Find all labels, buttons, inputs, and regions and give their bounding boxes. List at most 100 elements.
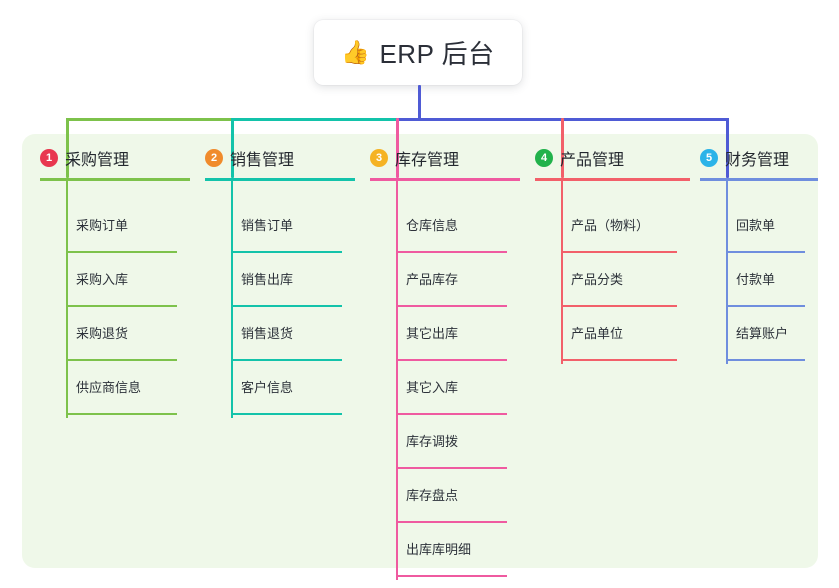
leaf-underline xyxy=(66,413,177,415)
column-rule-3 xyxy=(370,178,520,181)
column-badge-2: 2 xyxy=(205,149,223,167)
column-badge-4: 4 xyxy=(535,149,553,167)
leaf-label: 其它出库 xyxy=(406,326,459,341)
leaf-item[interactable]: 客户信息 xyxy=(231,361,342,415)
leaf-label: 产品库存 xyxy=(406,272,459,287)
leaf-label: 其它入库 xyxy=(406,380,459,395)
column-drop-5 xyxy=(726,118,729,178)
column-rule-2 xyxy=(205,178,355,181)
leaf-label: 采购入库 xyxy=(76,272,129,287)
leaf-underline xyxy=(231,305,342,307)
leaf-label: 结算账户 xyxy=(736,326,789,341)
root-stem xyxy=(418,85,421,121)
column-title-1: 采购管理 xyxy=(65,152,130,169)
leaf-item[interactable]: 其它出库 xyxy=(396,307,507,361)
leaf-item[interactable]: 销售出库 xyxy=(231,253,342,307)
column-header-5[interactable]: 5 财务管理 xyxy=(700,146,818,170)
bus-segment-1 xyxy=(66,118,233,121)
leaf-underline xyxy=(231,413,342,415)
column-header-3[interactable]: 3 库存管理 xyxy=(370,146,520,170)
leaf-item[interactable]: 产品库存 xyxy=(396,253,507,307)
column-3: 3 库存管理仓库信息产品库存其它出库其它入库库存调拨库存盘点出库库明细 xyxy=(370,146,520,580)
leaf-underline xyxy=(66,251,177,253)
leaf-underline xyxy=(66,305,177,307)
column-drop-2 xyxy=(231,118,234,178)
leaf-item[interactable]: 产品（物料） xyxy=(561,199,677,253)
leaf-label: 客户信息 xyxy=(241,380,294,395)
modules-panel xyxy=(22,134,818,568)
leaf-label: 库存调拨 xyxy=(406,434,459,449)
leaf-item[interactable]: 产品分类 xyxy=(561,253,677,307)
leaf-item[interactable]: 销售退货 xyxy=(231,307,342,361)
leaf-item[interactable]: 采购入库 xyxy=(66,253,177,307)
column-rule-1 xyxy=(40,178,190,181)
leaf-label: 回款单 xyxy=(736,218,776,233)
column-header-2[interactable]: 2 销售管理 xyxy=(205,146,355,170)
leaf-label: 销售退货 xyxy=(241,326,294,341)
leaf-underline xyxy=(726,359,805,361)
column-title-5: 财务管理 xyxy=(725,152,790,169)
column-drop-3 xyxy=(396,118,399,178)
column-title-4: 产品管理 xyxy=(560,152,625,169)
leaf-item[interactable]: 供应商信息 xyxy=(66,361,177,415)
column-badge-5: 5 xyxy=(700,149,718,167)
column-header-4[interactable]: 4 产品管理 xyxy=(535,146,690,170)
leaf-label: 供应商信息 xyxy=(76,380,142,395)
leaf-underline xyxy=(231,359,342,361)
leaf-item[interactable]: 产品单位 xyxy=(561,307,677,361)
leaf-label: 库存盘点 xyxy=(406,488,459,503)
leaf-label: 出库库明细 xyxy=(406,542,472,557)
leaf-underline xyxy=(396,575,507,577)
leaf-item[interactable]: 库存调拨 xyxy=(396,415,507,469)
leaf-item[interactable]: 回款单 xyxy=(726,199,805,253)
leaf-item[interactable]: 销售订单 xyxy=(231,199,342,253)
column-badge-3: 3 xyxy=(370,149,388,167)
leaf-label: 销售订单 xyxy=(241,218,294,233)
column-rule-4 xyxy=(535,178,690,181)
column-title-3: 库存管理 xyxy=(395,152,460,169)
leaf-item[interactable]: 库存盘点 xyxy=(396,469,507,523)
leaf-underline xyxy=(231,251,342,253)
column-2: 2 销售管理销售订单销售出库销售退货客户信息 xyxy=(205,146,355,418)
leaf-underline xyxy=(561,251,677,253)
column-1: 1 采购管理采购订单采购入库采购退货供应商信息 xyxy=(40,146,190,418)
column-header-1[interactable]: 1 采购管理 xyxy=(40,146,190,170)
column-trunk-3 xyxy=(396,181,398,580)
column-title-2: 销售管理 xyxy=(230,152,295,169)
column-badge-1: 1 xyxy=(40,149,58,167)
leaf-underline xyxy=(396,305,507,307)
leaf-underline xyxy=(726,251,805,253)
leaf-item[interactable]: 采购退货 xyxy=(66,307,177,361)
leaf-item[interactable]: 付款单 xyxy=(726,253,805,307)
column-trunk-5 xyxy=(726,181,728,364)
column-trunk-4 xyxy=(561,181,563,364)
leaf-underline xyxy=(726,305,805,307)
leaf-label: 销售出库 xyxy=(241,272,294,287)
leaf-underline xyxy=(561,305,677,307)
leaf-label: 产品单位 xyxy=(571,326,624,341)
leaf-item[interactable]: 结算账户 xyxy=(726,307,805,361)
column-drop-1 xyxy=(66,118,69,178)
root-title: 👍 ERP 后台 xyxy=(341,34,494,71)
column-trunk-2 xyxy=(231,181,233,418)
leaf-label: 采购退货 xyxy=(76,326,129,341)
thumbs-up-icon: 👍 xyxy=(341,39,371,65)
leaf-label: 产品（物料） xyxy=(571,218,650,233)
column-trunk-1 xyxy=(66,181,68,418)
leaf-label: 仓库信息 xyxy=(406,218,459,233)
leaf-item[interactable]: 出库库明细 xyxy=(396,523,507,577)
root-node-card[interactable]: 👍 ERP 后台 xyxy=(314,20,522,85)
column-5: 5 财务管理回款单付款单结算账户 xyxy=(700,146,818,364)
leaf-underline xyxy=(396,413,507,415)
leaf-label: 产品分类 xyxy=(571,272,624,287)
leaf-underline xyxy=(66,359,177,361)
column-rule-5 xyxy=(700,178,818,181)
leaf-item[interactable]: 其它入库 xyxy=(396,361,507,415)
leaf-item[interactable]: 仓库信息 xyxy=(396,199,507,253)
column-drop-4 xyxy=(561,118,564,178)
leaf-underline xyxy=(396,521,507,523)
leaf-item[interactable]: 采购订单 xyxy=(66,199,177,253)
leaf-underline xyxy=(396,251,507,253)
bus-segment-2 xyxy=(231,118,398,121)
column-4: 4 产品管理产品（物料） 产品分类产品单位 xyxy=(535,146,690,364)
